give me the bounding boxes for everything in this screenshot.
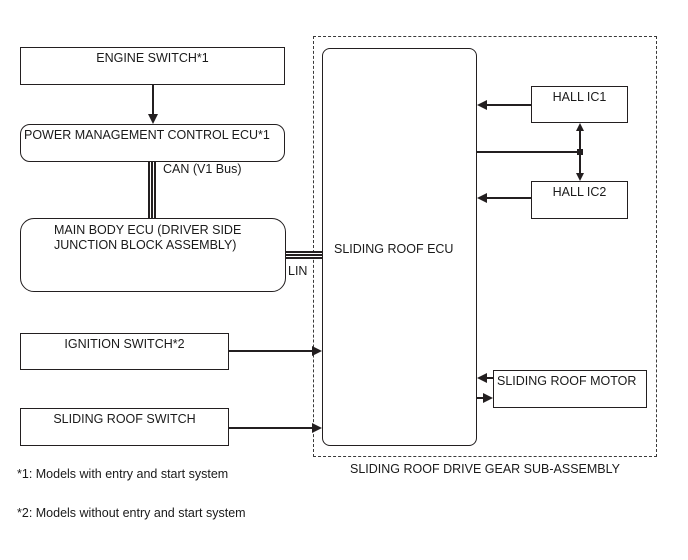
motor-to-ecu-arrowhead-icon bbox=[477, 373, 487, 383]
ecu-to-hall-junction-line bbox=[477, 151, 581, 153]
engine-to-pm-arrowhead-icon bbox=[148, 114, 158, 124]
roof-switch-to-ecu-line bbox=[229, 427, 313, 429]
sliding-roof-switch-label: SLIDING ROOF SWITCH bbox=[53, 412, 196, 426]
roof-switch-to-ecu-arrowhead-icon bbox=[312, 423, 322, 433]
hall-ic1-ic2-arrowhead-up-icon bbox=[576, 123, 584, 131]
ignition-to-ecu-line bbox=[229, 350, 313, 352]
lin-bus-label: LIN bbox=[288, 264, 308, 278]
power-management-ecu-box: POWER MANAGEMENT CONTROL ECU*1 bbox=[20, 124, 285, 162]
engine-to-pm-line bbox=[152, 85, 154, 115]
main-body-ecu-label-line1: MAIN BODY ECU (DRIVER SIDE bbox=[54, 223, 242, 237]
hall-ic1-label: HALL IC1 bbox=[552, 90, 607, 104]
ecu-to-motor-line bbox=[477, 397, 483, 399]
footnote-1: *1: Models with entry and start system bbox=[17, 467, 229, 481]
power-management-ecu-label: POWER MANAGEMENT CONTROL ECU*1 bbox=[24, 128, 270, 142]
hall-ic2-to-ecu-line bbox=[487, 197, 531, 199]
hall-ic1-box: HALL IC1 bbox=[531, 86, 628, 123]
hall-ic2-label: HALL IC2 bbox=[552, 185, 607, 199]
hall-ic1-ic2-line bbox=[579, 130, 581, 174]
can-bus-label: CAN (V1 Bus) bbox=[163, 162, 242, 176]
hall-ic1-to-ecu-line bbox=[487, 104, 531, 106]
sliding-roof-motor-label: SLIDING ROOF MOTOR bbox=[497, 374, 637, 388]
sub-assembly-caption: SLIDING ROOF DRIVE GEAR SUB-ASSEMBLY bbox=[350, 462, 620, 476]
hall-ic2-box: HALL IC2 bbox=[531, 181, 628, 219]
drive-gear-sub-assembly-container bbox=[313, 36, 657, 457]
sliding-roof-ecu-box: SLIDING ROOF ECU bbox=[322, 48, 477, 446]
hall-ic1-to-ecu-arrowhead-icon bbox=[477, 100, 487, 110]
motor-to-ecu-line bbox=[487, 377, 493, 379]
main-body-ecu-box: MAIN BODY ECU (DRIVER SIDE JUNCTION BLOC… bbox=[20, 218, 286, 292]
main-body-ecu-label-line2: JUNCTION BLOCK ASSEMBLY) bbox=[54, 238, 237, 252]
sliding-roof-motor-box: SLIDING ROOF MOTOR bbox=[493, 370, 647, 408]
hall-ic2-to-ecu-arrowhead-icon bbox=[477, 193, 487, 203]
sliding-roof-ecu-label: SLIDING ROOF ECU bbox=[334, 242, 454, 256]
engine-switch-label: ENGINE SWITCH*1 bbox=[96, 51, 209, 65]
sliding-roof-switch-box: SLIDING ROOF SWITCH bbox=[20, 408, 229, 446]
ecu-to-motor-arrowhead-icon bbox=[483, 393, 493, 403]
footnote-2: *2: Models without entry and start syste… bbox=[17, 506, 246, 520]
can-bus-line bbox=[148, 162, 156, 218]
engine-switch-box: ENGINE SWITCH*1 bbox=[20, 47, 285, 85]
hall-ic1-ic2-arrowhead-down-icon bbox=[576, 173, 584, 181]
ignition-switch-label: IGNITION SWITCH*2 bbox=[64, 337, 185, 351]
ignition-to-ecu-arrowhead-icon bbox=[312, 346, 322, 356]
ignition-switch-box: IGNITION SWITCH*2 bbox=[20, 333, 229, 370]
lin-bus-line bbox=[286, 251, 322, 259]
